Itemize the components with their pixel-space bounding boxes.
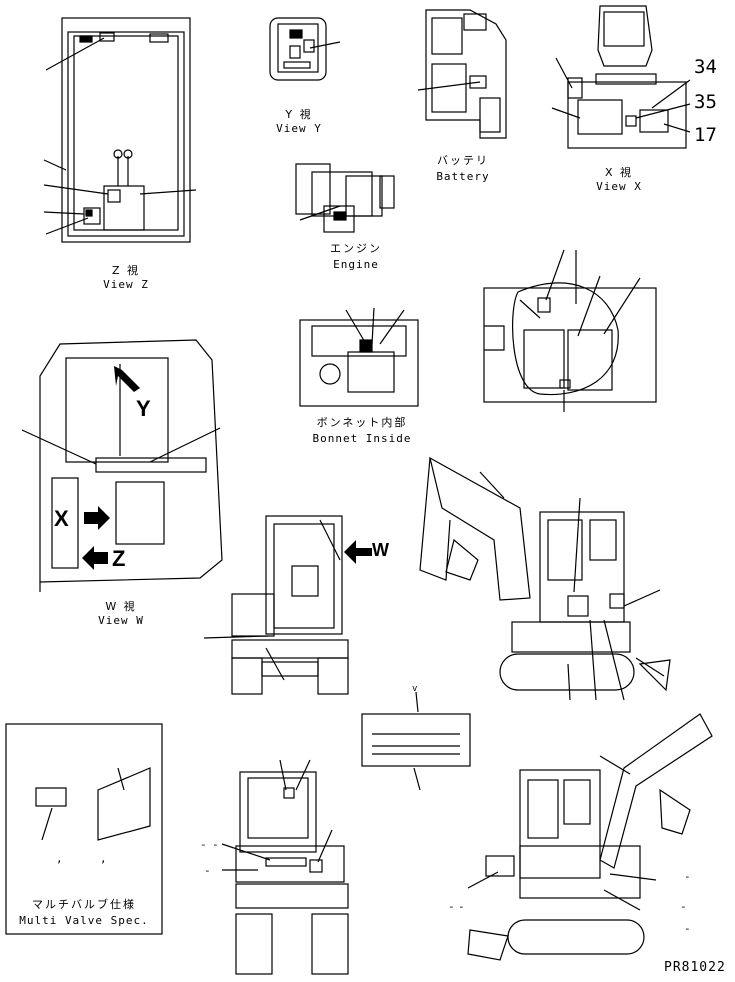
arrow-w: [344, 540, 372, 564]
view-w-label-jp: W 視: [105, 600, 137, 613]
engine-label-en: Engine: [333, 258, 379, 271]
callout-17: 17: [694, 124, 717, 146]
view-y-drawing: [269, 17, 341, 81]
top-view-drawing: [483, 249, 657, 412]
side-machine-2-drawing: [467, 713, 713, 961]
mark-comma-2: ,: [100, 852, 107, 865]
arrow-x: [84, 506, 110, 530]
arrow-letter-x: X: [54, 506, 69, 531]
label-plate-drawing: [361, 691, 471, 791]
view-w-drawing: [21, 339, 223, 592]
arrow-y: [114, 366, 140, 392]
multi-valve-box: [5, 723, 163, 935]
multi-valve-label-en: Multi Valve Spec.: [19, 914, 149, 927]
engine-drawing: [295, 163, 395, 233]
rear-machine-drawing: [221, 759, 349, 975]
view-x-label-en: View X: [596, 180, 642, 193]
multi-valve-label-jp: マルチバルブ仕様: [32, 898, 136, 911]
view-x-label-jp: X 視: [604, 166, 634, 179]
mark-dash-4: -: [684, 870, 691, 883]
mark-comma-1: ,: [56, 852, 63, 865]
view-z-label-en: View Z: [103, 278, 149, 291]
drawing-code: PR81022: [664, 960, 726, 975]
mark-v: v: [412, 684, 418, 694]
side-machine-drawing: [419, 456, 671, 701]
arrow-z: [82, 546, 108, 570]
view-w-label-en: View W: [98, 614, 144, 627]
mark-dash-6: -: [458, 900, 465, 913]
bonnet-drawing: [299, 307, 419, 407]
battery-label-en: Battery: [436, 170, 490, 183]
callout-34: 34: [694, 56, 717, 78]
arrow-letter-y: Y: [136, 396, 151, 421]
arrow-letter-z: Z: [112, 546, 126, 571]
view-x-drawing: [551, 5, 691, 149]
bonnet-label-en: Bonnet Inside: [312, 432, 412, 445]
front-machine-drawing: [203, 515, 349, 695]
mark-dash-7: -: [680, 900, 687, 913]
bonnet-label-jp: ボンネット内部: [316, 416, 408, 429]
view-y-label-jp: Y 視: [285, 108, 313, 121]
arrow-letter-w: W: [372, 540, 389, 560]
mark-dash-1: -: [200, 838, 207, 851]
callout-35: 35: [694, 91, 717, 113]
mark-dash-5: -: [448, 900, 455, 913]
engine-label-jp: エンジン: [330, 242, 382, 255]
battery-label-jp: バッテリ: [437, 154, 489, 167]
battery-drawing: [417, 9, 507, 139]
mark-dash-8: -: [684, 922, 691, 935]
view-z-label-jp: Z 視: [111, 264, 141, 277]
view-y-label-en: View Y: [276, 122, 322, 135]
mark-dash-3: -: [204, 864, 211, 877]
view-z-drawing: [43, 17, 197, 243]
mark-dash-2: -: [212, 838, 219, 851]
